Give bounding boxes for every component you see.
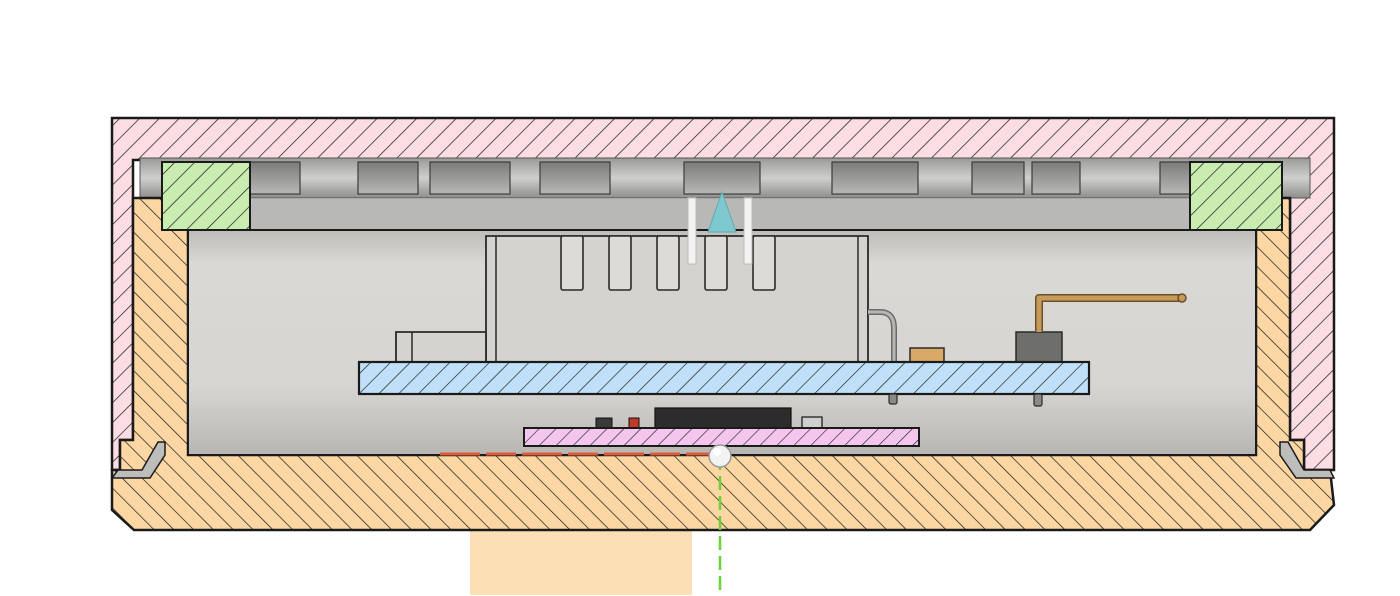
pcb-bottom-leads	[888, 393, 1043, 407]
origin-point-icon[interactable]	[708, 444, 732, 468]
light-pipe-right	[743, 197, 753, 265]
gasket-right	[1189, 161, 1283, 231]
hex-standoff	[1015, 331, 1063, 363]
smd-part-left	[595, 417, 613, 429]
light-pipe-left	[687, 197, 697, 265]
connector-step	[395, 331, 487, 363]
gasket-left	[161, 161, 251, 231]
led-windows	[249, 161, 1201, 195]
main-pcb	[357, 360, 1091, 396]
sensor-pcb	[523, 427, 920, 447]
ic-chip	[654, 407, 792, 429]
smd-part-red	[628, 417, 640, 429]
smd-capacitor	[909, 347, 945, 363]
snap-hook-left	[110, 441, 166, 479]
smd-part-right	[801, 416, 823, 429]
connector-pins	[560, 235, 776, 291]
snap-hook-right	[1279, 441, 1336, 479]
led-cone-icon	[707, 190, 737, 233]
